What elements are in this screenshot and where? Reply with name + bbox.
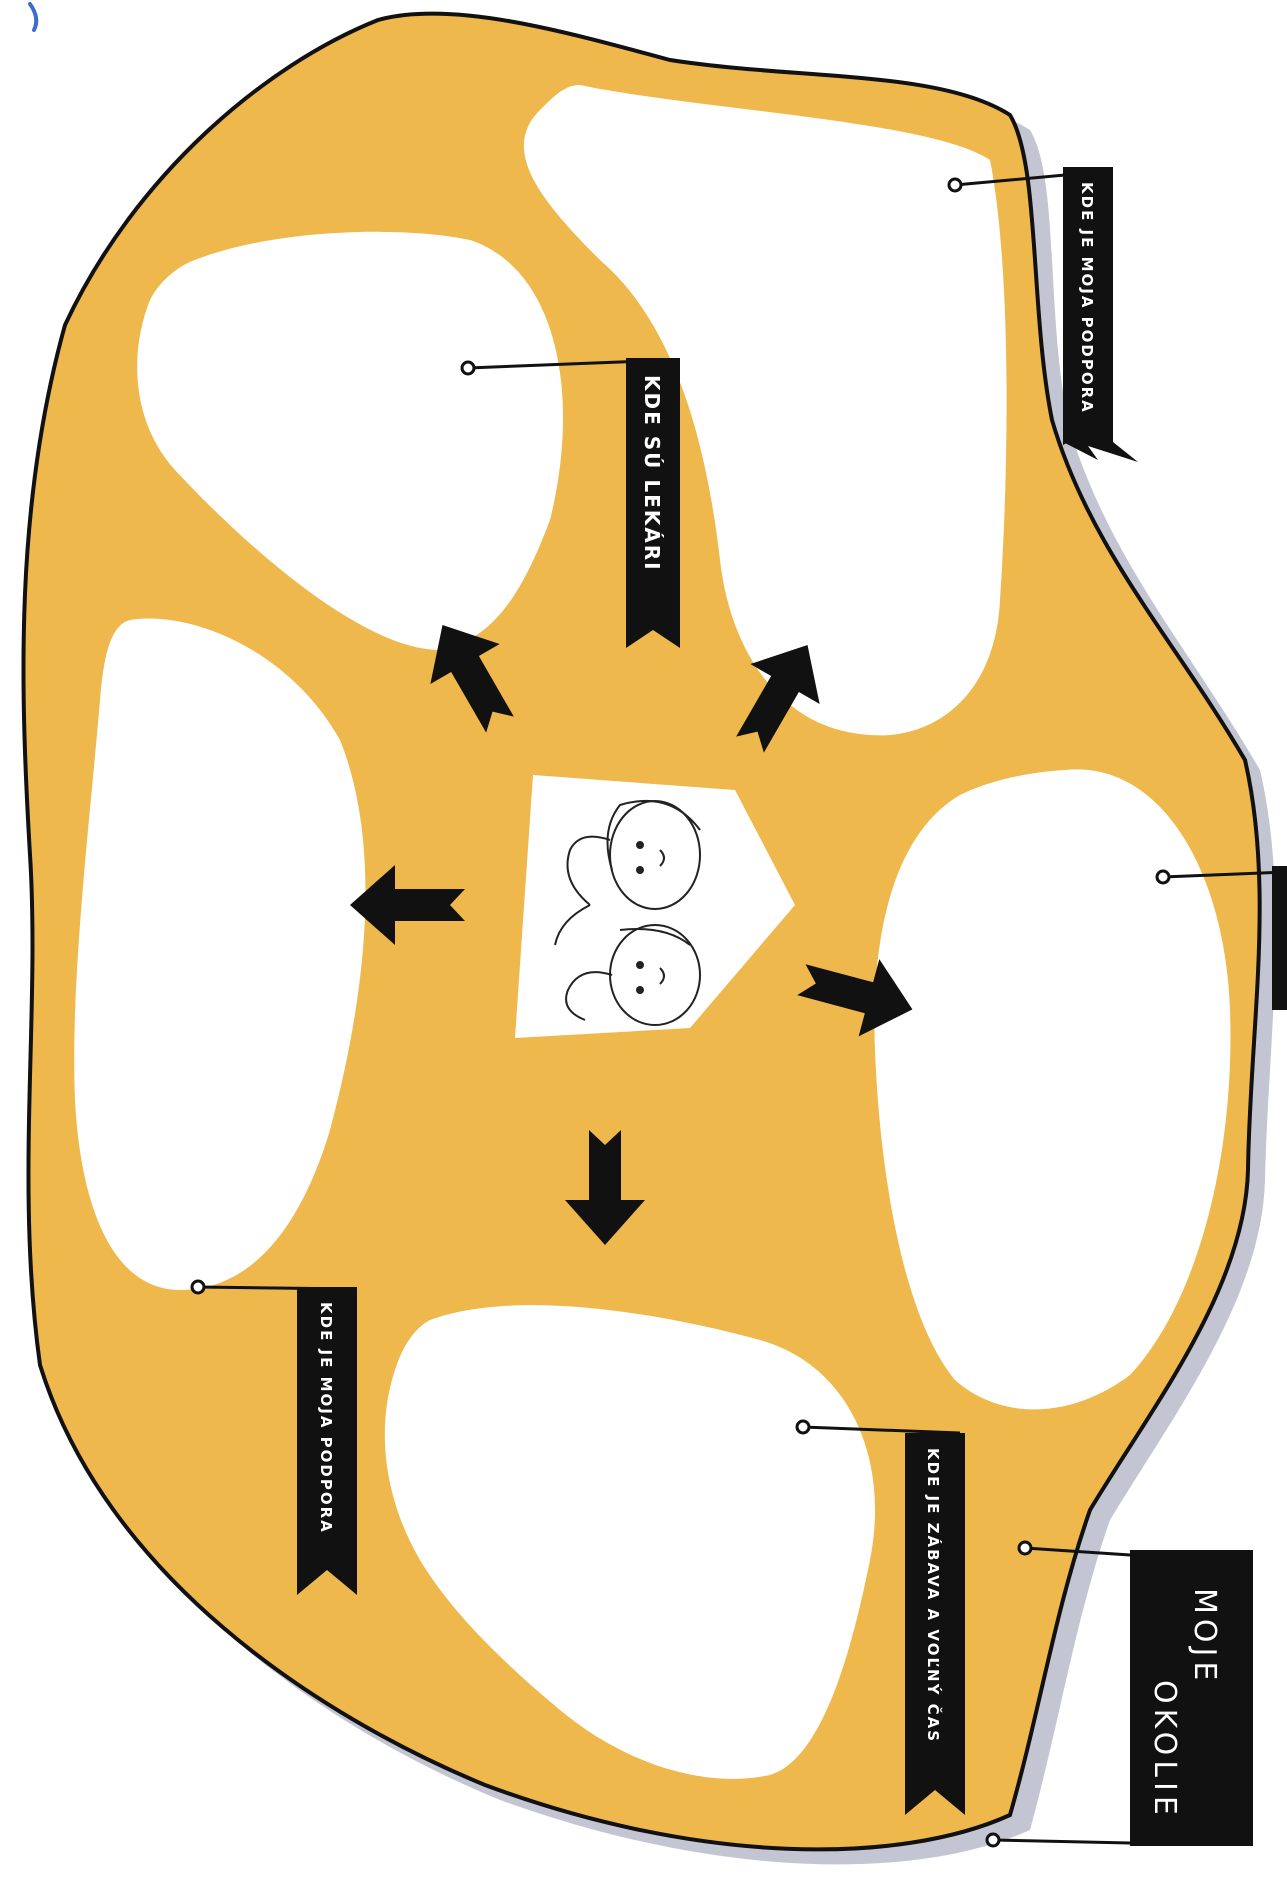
flag-top-center-label: KDE SÚ LEKÁRI <box>640 375 664 572</box>
title-sign: MOJE OKOLIE <box>1130 1550 1253 1846</box>
flag-bottom-center: KDE JE ZÁBAVA A VOĽNÝ ČAS <box>905 1433 965 1815</box>
flag-bottom-left: KDE JE MOJA PODPORA <box>297 1287 357 1595</box>
title-line2: OKOLIE <box>1147 1680 1182 1820</box>
flag-top-center: KDE SÚ LEKÁRI <box>626 358 680 648</box>
flag-right-edge <box>1272 866 1287 1010</box>
flag-bottom-center-label: KDE JE ZÁBAVA A VOĽNÝ ČAS <box>924 1448 943 1743</box>
corner-scribble <box>30 4 36 30</box>
flag-top-right-label: KDE JE MOJA PODPORA <box>1078 182 1096 414</box>
flag-top-right: KDE JE MOJA PODPORA <box>1063 167 1138 462</box>
flag-bottom-left-label: KDE JE MOJA PODPORA <box>317 1302 335 1534</box>
title-line1: MOJE <box>1187 1588 1222 1685</box>
